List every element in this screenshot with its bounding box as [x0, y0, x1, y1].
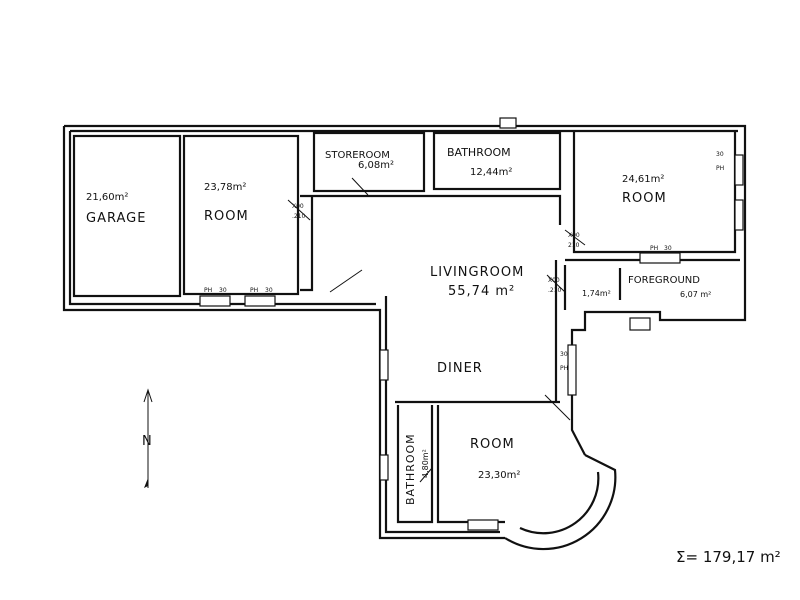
window [199, 295, 231, 307]
room-bottom-area: 23,30m² [478, 470, 520, 481]
window [467, 519, 499, 531]
svg-text:PH: PH [560, 365, 568, 372]
garage-area: 21,60m² [86, 192, 128, 203]
room-right-area: 24,61m² [622, 174, 664, 185]
bathroom-bottom-label: BATHROOM [404, 433, 417, 505]
room-labels: 21,60m² GARAGE 23,78m² ROOM STOREROOM 6,… [86, 146, 711, 505]
entry-steps [629, 317, 651, 331]
storeroom-walls [312, 131, 426, 193]
window [379, 454, 389, 481]
svg-text:PH: PH [650, 245, 658, 252]
svg-text:30: 30 [560, 351, 568, 358]
doors [287, 177, 586, 483]
room-right-walls [572, 130, 737, 254]
windows [199, 117, 744, 531]
svg-text:30: 30 [265, 287, 273, 294]
window [734, 154, 744, 186]
bathroom-bottom-area: 4,80m² [421, 449, 430, 478]
window [244, 295, 276, 307]
svg-text:.210: .210 [548, 287, 562, 294]
room-bottom-label: ROOM [470, 437, 515, 452]
garage-label: GARAGE [86, 211, 146, 226]
svg-text:X00: X00 [292, 203, 304, 210]
annotations: PH 30 PH 30 PH 30 PH 30 PH 30 X00 .210 X… [204, 151, 724, 372]
svg-text:X00: X00 [548, 277, 560, 284]
svg-text:PH: PH [716, 165, 724, 172]
foreground-label: FOREGROUND [628, 275, 700, 286]
north-label: N [142, 434, 153, 449]
room-right-label: ROOM [622, 191, 667, 206]
storeroom-area: 6,08m² [358, 160, 394, 171]
lower-walls [395, 400, 560, 524]
foreground-area: 6,07 m² [680, 290, 711, 299]
room-left-walls [182, 134, 300, 296]
door-swing [329, 269, 363, 293]
window [567, 344, 577, 396]
room-left-label: ROOM [204, 209, 249, 224]
living-room-area: 55,74 m² [448, 284, 515, 299]
svg-text:30: 30 [716, 151, 724, 158]
total-area: Σ= 179,17 m² [676, 548, 781, 566]
bathroom-top-label: BATHROOM [447, 146, 511, 159]
room-left-area: 23,78m² [204, 182, 246, 193]
north-arrow-icon [143, 388, 153, 488]
svg-text:30: 30 [664, 245, 672, 252]
svg-text:PH: PH [250, 287, 258, 294]
garage-walls [72, 134, 182, 298]
svg-text:PH: PH [204, 287, 212, 294]
storeroom-label: STOREROOM [325, 150, 390, 161]
window [379, 349, 389, 381]
hall-area: 1,74m² [582, 289, 611, 298]
bathroom-top-area: 12,44m² [470, 167, 512, 178]
svg-text:210: 210 [568, 242, 580, 249]
diner-label: DINER [437, 361, 483, 376]
door-swing [287, 177, 586, 483]
window [639, 252, 681, 264]
window [499, 117, 517, 129]
living-room-label: LIVINGROOM [430, 265, 524, 280]
window [734, 199, 744, 231]
svg-text:X00: X00 [568, 232, 580, 239]
svg-text:.210: .210 [292, 213, 306, 220]
north-arrow: N [142, 388, 153, 488]
bathroom-top-walls [432, 131, 562, 191]
svg-text:30: 30 [219, 287, 227, 294]
